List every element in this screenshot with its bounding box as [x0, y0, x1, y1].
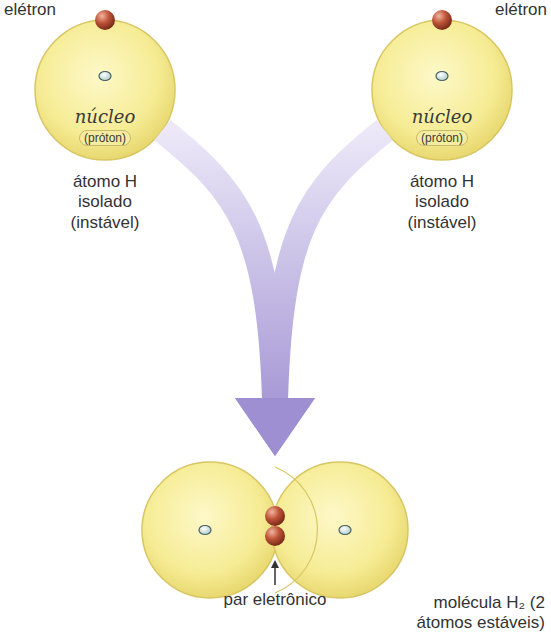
- electron: [95, 10, 115, 30]
- atom-cloud: [35, 20, 175, 160]
- electron-label: elétron: [4, 0, 84, 20]
- merge-arrow: [235, 130, 385, 456]
- molecule-node: molécula H₂ (2 átomos estáveis): [142, 462, 408, 598]
- atom-node: núcleo (próton): [35, 20, 175, 160]
- atom-node: núcleo (próton): [372, 20, 512, 160]
- nucleus: [436, 72, 448, 81]
- atom-caption: átomo H isolado (instável): [392, 172, 492, 233]
- atom-cloud: [372, 20, 512, 160]
- molecule-label: molécula H₂ (2 átomos estáveis): [390, 593, 545, 634]
- nucleus-label: núcleo: [412, 106, 473, 128]
- arrow-shaft: [275, 130, 385, 400]
- atom-caption: átomo H isolado (instável): [55, 172, 155, 233]
- arrow-shaft: [162, 130, 275, 400]
- proton-label: (próton): [79, 130, 131, 146]
- electron: [265, 526, 285, 546]
- atom-cloud: [142, 462, 278, 598]
- proton-label: (próton): [416, 130, 468, 146]
- pair-label: par eletrônico: [205, 590, 345, 610]
- electron-label: elétron: [467, 0, 547, 20]
- atom-cloud: [272, 462, 408, 598]
- nucleus: [199, 526, 211, 535]
- nucleus-label: núcleo: [75, 106, 136, 128]
- arrowhead: [235, 398, 315, 456]
- electron: [265, 506, 285, 526]
- nucleus: [339, 526, 351, 535]
- leader-line: [274, 566, 276, 585]
- nucleus: [99, 72, 111, 81]
- leader-arrowhead: [271, 560, 279, 568]
- electron: [432, 10, 452, 30]
- arrowhead: [235, 398, 315, 456]
